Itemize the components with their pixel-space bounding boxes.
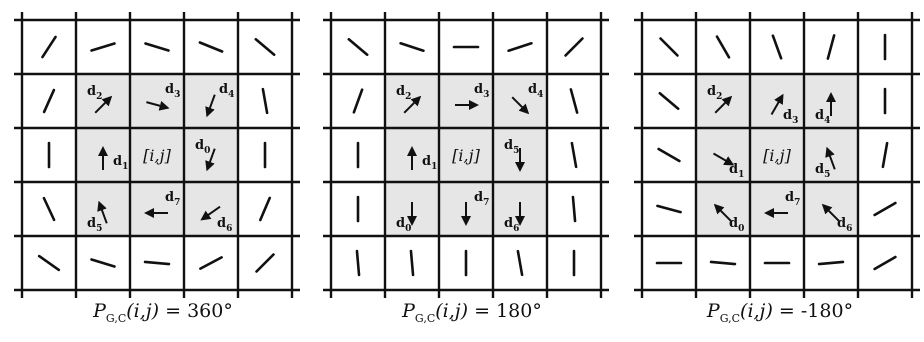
orientation-stroke xyxy=(90,258,116,268)
direction-arrow xyxy=(712,152,735,166)
orientation-stroke xyxy=(355,249,361,277)
orientation-stroke xyxy=(199,256,223,270)
orientation-stroke xyxy=(516,249,524,277)
orientation-stroke xyxy=(571,195,577,223)
orientation-stroke xyxy=(771,34,783,60)
orientation-stroke xyxy=(42,88,56,114)
center-pixel-label: [i,j] xyxy=(452,146,480,165)
orientation-stroke xyxy=(569,88,579,114)
direction-arrow xyxy=(821,203,840,222)
direction-arrow xyxy=(825,146,836,170)
direction-arrow xyxy=(713,203,732,222)
center-pixel-label: [i,j] xyxy=(763,146,791,165)
orientation-stroke xyxy=(198,41,224,53)
orientation-stroke xyxy=(254,37,276,57)
orientation-stroke xyxy=(399,41,425,53)
orientation-stroke xyxy=(259,196,271,222)
direction-arrow xyxy=(94,95,113,114)
orientation-stroke xyxy=(658,91,680,111)
caption-panel-360: PG,C(i,j) = 360° xyxy=(93,300,233,325)
center-pixel-label: [i,j] xyxy=(143,146,171,165)
orientation-stroke xyxy=(826,34,836,60)
caption-panel-180: PG,C(i,j) = 180° xyxy=(402,300,542,325)
orientation-stroke xyxy=(873,255,897,271)
orientation-stroke xyxy=(37,254,61,272)
orientation-stroke xyxy=(817,260,845,266)
orientation-stroke xyxy=(255,253,275,273)
direction-arrow xyxy=(403,95,422,114)
direction-arrow xyxy=(146,100,170,111)
orientation-stroke xyxy=(144,42,170,52)
direction-arrow xyxy=(714,95,733,114)
direction-arrow xyxy=(205,148,216,172)
orientation-stroke xyxy=(715,35,731,59)
orientation-stroke xyxy=(570,141,578,169)
direction-arrow xyxy=(511,96,530,115)
orientation-stroke xyxy=(659,37,679,57)
orientation-stroke xyxy=(881,141,889,169)
caption-panel-minus-180: PG,C(i,j) = -180° xyxy=(706,300,854,325)
direction-arrow xyxy=(770,93,784,116)
orientation-stroke xyxy=(507,41,533,53)
orientation-stroke xyxy=(352,88,364,114)
direction-arrow xyxy=(200,205,221,221)
direction-arrow xyxy=(205,94,216,118)
orientation-stroke xyxy=(409,249,415,277)
orientation-stroke xyxy=(90,42,116,52)
orientation-stroke xyxy=(873,201,897,217)
orientation-stroke xyxy=(657,147,681,163)
orientation-stroke xyxy=(347,37,369,57)
orientation-stroke xyxy=(41,35,57,59)
orientation-stroke xyxy=(42,196,56,222)
orientation-stroke xyxy=(143,260,171,266)
orientation-stroke xyxy=(709,260,737,266)
direction-arrow xyxy=(97,200,108,224)
orientation-stroke xyxy=(261,87,269,115)
orientation-stroke xyxy=(656,204,682,214)
orientation-stroke xyxy=(564,37,584,57)
